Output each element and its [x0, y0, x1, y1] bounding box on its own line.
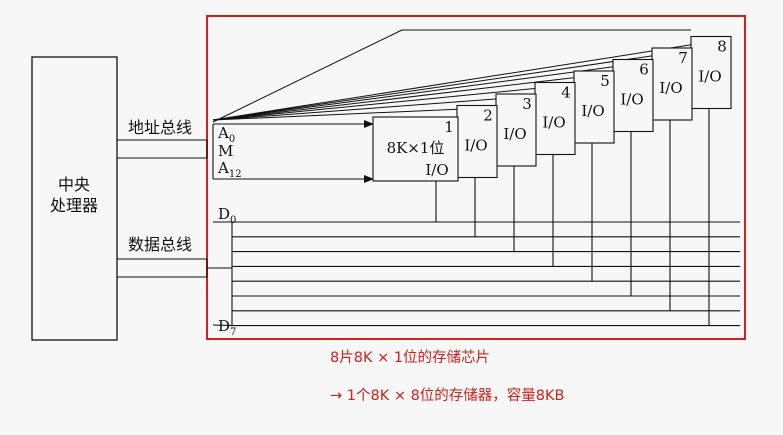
chip-io-label: I/O — [425, 161, 448, 179]
highlight-frame — [206, 15, 746, 340]
memory-chip-2: 2I/O — [456, 104, 498, 237]
chip-number: 4 — [561, 84, 571, 102]
chip-io-label: I/O — [698, 68, 721, 86]
chip-body — [612, 58, 654, 133]
chip-body — [495, 93, 537, 167]
data-bus-d7-link — [212, 324, 233, 327]
memory-chip-7: 7I/O — [651, 47, 693, 311]
chip-body — [372, 116, 459, 182]
memory-chip-3: 3I/O — [495, 93, 537, 252]
data-line-d7-label: D7 — [218, 317, 236, 338]
caption-chip-count: 8片8K × 1位的存储芯片 — [330, 350, 491, 366]
address-fan-line — [212, 95, 537, 121]
address-fan-line — [212, 49, 693, 121]
memory-chip-6: 6I/O — [612, 58, 654, 296]
chip-body — [651, 47, 693, 121]
bus-wires — [207, 29, 740, 327]
chip-number: 7 — [678, 49, 688, 67]
chip-number: 6 — [639, 61, 649, 79]
chip-number: 3 — [522, 95, 532, 113]
address-fan-line — [212, 72, 615, 121]
address-bus-label: 地址总线 — [128, 118, 192, 137]
address-line-m-label: M — [218, 142, 233, 160]
chip-body — [534, 81, 576, 156]
chip-number: 2 — [483, 107, 493, 125]
cpu-label-line1: 中央 — [58, 175, 90, 194]
chip-body — [456, 104, 498, 179]
cpu-box — [31, 56, 118, 341]
address-line-a0-label: A0 — [217, 124, 235, 145]
memory-chip-1: 1 8K×1位 I/O — [372, 116, 459, 222]
chip-capacity-label: 8K×1位 — [387, 139, 445, 157]
address-fan-edge — [212, 29, 403, 123]
chip-io-label: I/O — [620, 91, 643, 109]
chip-io-label: I/O — [581, 102, 604, 120]
chip-body — [573, 70, 615, 144]
data-bus-lines — [117, 258, 208, 278]
memory-chip-5: 5I/O — [573, 70, 615, 282]
address-line-a12-label: A12 — [217, 159, 242, 180]
chip-io-label: I/O — [659, 79, 682, 97]
memory-chip-8: 8I/O — [690, 35, 732, 326]
cpu-label-line2: 处理器 — [50, 196, 98, 215]
chip-number: 1 — [444, 118, 454, 136]
data-bus-label: 数据总线 — [128, 235, 192, 254]
memory-chip-4: 4I/O — [534, 81, 576, 267]
address-fan-line — [212, 107, 498, 121]
chip-io-label: I/O — [542, 114, 565, 132]
chip-number: 8 — [717, 38, 727, 56]
chip-io-label: I/O — [503, 125, 526, 143]
data-line-d0-label: D0 — [218, 205, 236, 226]
chip-number: 5 — [600, 72, 610, 90]
address-bus-lines — [117, 139, 208, 159]
address-fan-line — [212, 84, 576, 121]
chip-io-label: I/O — [464, 137, 487, 155]
address-fan-line — [212, 38, 732, 121]
caption-result: → 1个8K × 8位的存储器，容量8KB — [330, 388, 565, 404]
chip-body — [690, 35, 732, 110]
